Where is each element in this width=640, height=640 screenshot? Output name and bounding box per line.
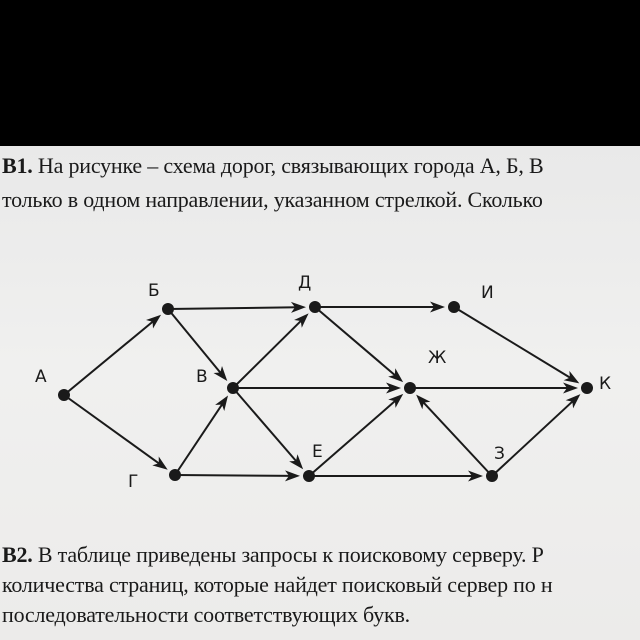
node-label-g: Г bbox=[128, 472, 138, 492]
node-e bbox=[303, 470, 315, 482]
node-b bbox=[162, 303, 174, 315]
arrowhead bbox=[430, 301, 445, 313]
task-b1-line1: В1. На рисунке – схема дорог, связывающи… bbox=[2, 153, 544, 179]
edge-v-e bbox=[232, 387, 304, 470]
edge-v-d bbox=[232, 313, 309, 389]
node-label-k: К bbox=[599, 374, 611, 394]
task-b1-text1: На рисунке – схема дорог, связывающих го… bbox=[37, 153, 544, 178]
edge-z-zh bbox=[416, 394, 493, 477]
edge-z-k bbox=[491, 394, 581, 477]
edge-d-i bbox=[315, 301, 445, 313]
edge-e-zh bbox=[308, 393, 404, 477]
arrowhead bbox=[565, 394, 581, 409]
page-paper bbox=[0, 146, 640, 640]
arrowhead bbox=[145, 314, 162, 329]
edge-line bbox=[232, 387, 299, 464]
arrowhead bbox=[468, 470, 483, 482]
node-zh bbox=[404, 382, 416, 394]
node-i bbox=[448, 301, 460, 313]
node-label-e: Е bbox=[312, 442, 323, 462]
arrowhead bbox=[563, 370, 580, 384]
node-k bbox=[581, 382, 593, 394]
edge-line bbox=[453, 306, 574, 381]
arrowhead bbox=[563, 382, 578, 394]
arrowhead bbox=[386, 382, 401, 394]
edge-b-d bbox=[167, 301, 307, 313]
node-label-b: Б bbox=[148, 281, 160, 301]
edge-g-e bbox=[174, 470, 301, 482]
task-b1-number: В1. bbox=[2, 153, 33, 178]
edge-line bbox=[420, 399, 493, 477]
edge-a-g bbox=[63, 394, 168, 470]
task-b2-number: В2. bbox=[2, 542, 33, 567]
edge-i-k bbox=[453, 306, 580, 384]
node-label-zh: Ж bbox=[428, 348, 446, 368]
node-label-d: Д bbox=[298, 273, 311, 293]
edge-line bbox=[314, 306, 398, 378]
edge-line bbox=[491, 398, 576, 477]
node-v bbox=[227, 382, 239, 394]
arrowhead bbox=[388, 393, 404, 408]
edge-a-b bbox=[63, 314, 162, 396]
task-b2-text1: В таблице приведены запросы к поисковому… bbox=[37, 542, 544, 567]
edge-line bbox=[167, 306, 299, 310]
edge-line bbox=[308, 398, 398, 477]
edge-line bbox=[174, 401, 225, 476]
edge-line bbox=[232, 318, 304, 389]
arrowhead bbox=[290, 301, 307, 313]
edge-b-v bbox=[167, 308, 228, 382]
node-label-i: И bbox=[481, 283, 494, 303]
arrowhead bbox=[289, 454, 304, 470]
edge-line bbox=[167, 308, 223, 376]
node-d bbox=[309, 301, 321, 313]
task-b1-line2: только в одном направлении, указанном ст… bbox=[2, 187, 543, 212]
task-b2-line1: В2. В таблице приведены запросы к поиско… bbox=[2, 542, 544, 568]
edge-line bbox=[63, 394, 162, 466]
node-a bbox=[58, 389, 70, 401]
edge-line bbox=[63, 319, 156, 396]
task-b2-line3: последовательности соответствующих букв. bbox=[2, 602, 410, 627]
edge-g-v bbox=[174, 395, 229, 476]
arrowhead bbox=[294, 313, 309, 328]
edge-d-zh bbox=[314, 306, 404, 383]
arrowhead bbox=[215, 395, 229, 412]
edge-e-z bbox=[309, 470, 483, 482]
arrowhead bbox=[213, 365, 228, 382]
edge-line bbox=[174, 474, 293, 477]
edge-v-zh bbox=[233, 382, 401, 394]
arrowhead bbox=[388, 368, 404, 383]
node-label-z: З bbox=[494, 444, 505, 464]
edge-zh-k bbox=[410, 382, 578, 394]
arrowhead bbox=[152, 456, 168, 470]
task-b2-line2: количества страниц, которые найдет поиск… bbox=[2, 572, 553, 597]
node-label-v: В bbox=[196, 367, 208, 387]
arrowhead bbox=[416, 394, 431, 410]
node-label-a: А bbox=[35, 367, 47, 387]
arrowhead bbox=[284, 470, 301, 482]
node-g bbox=[169, 469, 181, 481]
node-z bbox=[486, 470, 498, 482]
